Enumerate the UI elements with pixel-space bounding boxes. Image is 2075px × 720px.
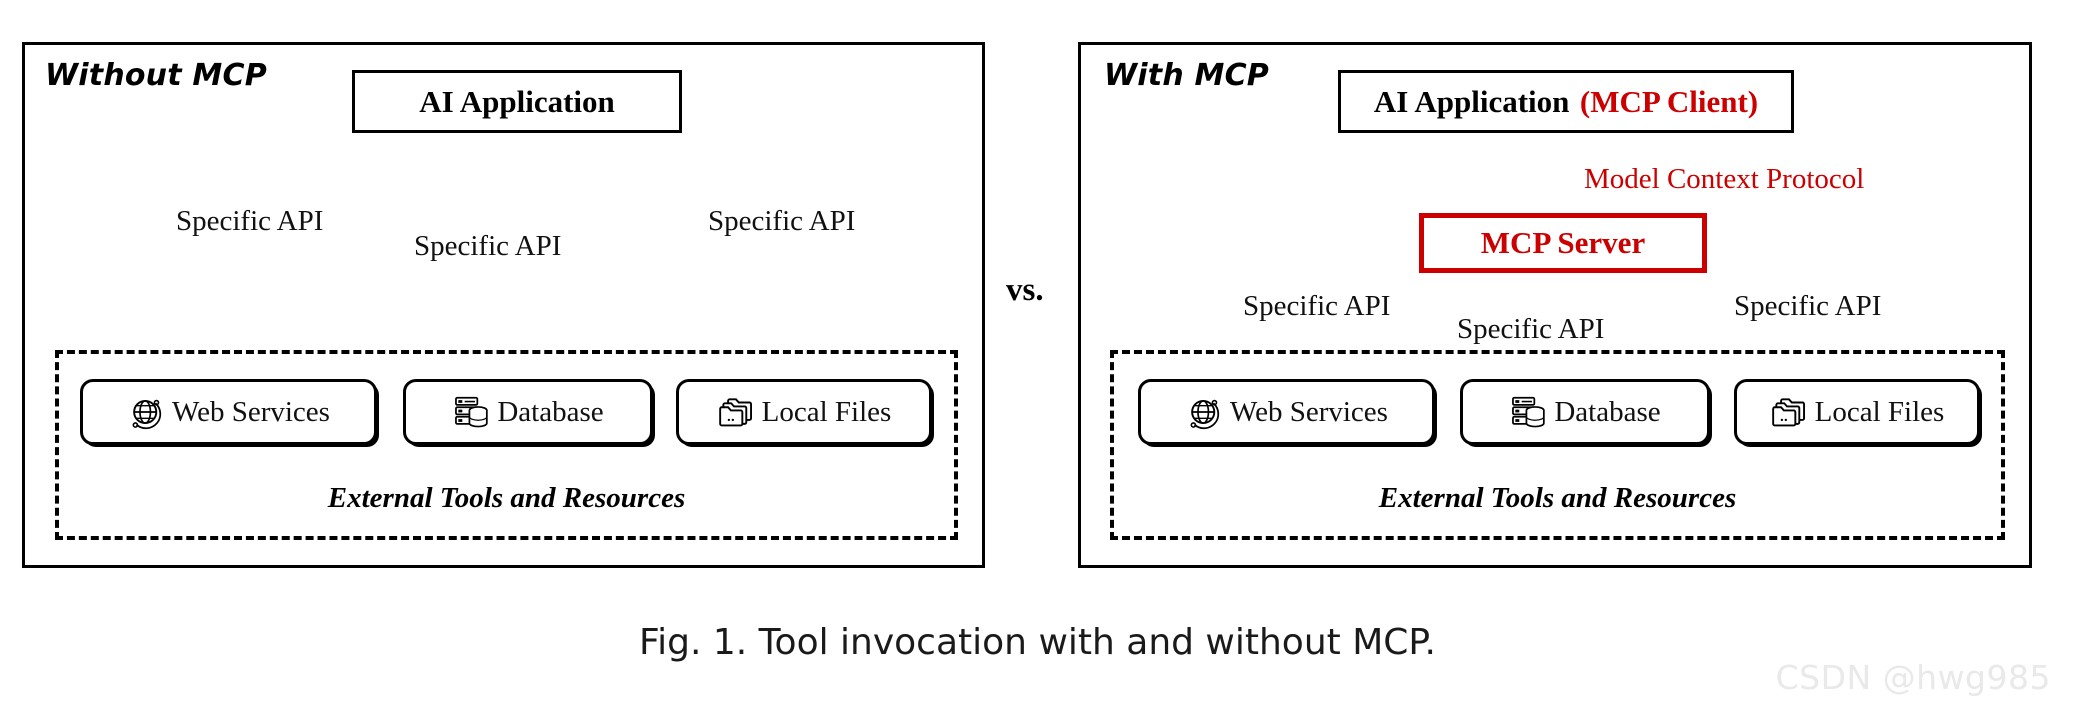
resource-chip-database-right[interactable]: Database [1460,379,1710,445]
mcp-server-label: MCP Server [1480,225,1646,260]
folders-icon [718,398,752,427]
edge-label-specific-api-db-right: Specific API [1457,313,1605,345]
edge-label-specific-api-web-left: Specific API [176,205,324,237]
mcp-client-label: (MCP Client) [1579,83,1759,119]
panel-title-without-mcp: Without MCP [45,58,267,93]
resource-chip-web-services-left[interactable]: Web Services [80,379,377,445]
external-resources-group-left [55,350,958,540]
resource-label-web-services-left: Web Services [172,395,330,428]
watermark-text: CSDN @hwg985 [1775,658,2051,697]
globe-icon [132,399,162,430]
edge-label-specific-api-db-left: Specific API [414,230,562,262]
resource-label-local-files-right: Local Files [1814,395,1945,428]
figure-caption: Fig. 1. Tool invocation with and without… [639,622,1436,663]
mcp-server-box[interactable]: MCP Server [1419,213,1707,273]
external-resources-label-right: External Tools and Resources [1378,482,1737,514]
resource-chip-database-left[interactable]: Database [403,379,653,445]
external-resources-label-left: External Tools and Resources [327,482,686,514]
resource-label-database-right: Database [1554,395,1661,428]
ai-application-box-right[interactable]: AI Application (MCP Client) [1338,70,1794,133]
resource-chip-web-services-right[interactable]: Web Services [1138,379,1435,445]
resource-chip-local-files-right[interactable]: Local Files [1734,379,1980,445]
database-icon [1512,396,1546,428]
resource-label-web-services-right: Web Services [1230,395,1388,428]
ai-application-box-left[interactable]: AI Application [352,70,682,133]
edge-label-model-context-protocol: Model Context Protocol [1584,163,1865,195]
resource-label-local-files-left: Local Files [761,395,892,428]
globe-icon [1190,399,1220,430]
comparator-label: vs. [1006,272,1044,308]
database-icon [455,396,489,428]
ai-application-label-left: AI Application [419,83,615,119]
folders-icon [1771,398,1805,427]
edge-label-specific-api-files-left: Specific API [708,205,856,237]
resource-label-database-left: Database [497,395,604,428]
panel-title-with-mcp: With MCP [1104,58,1269,93]
ai-application-label-right: AI Application [1373,83,1570,119]
edge-label-specific-api-files-right: Specific API [1734,290,1882,322]
external-resources-group-right [1110,350,2005,540]
resource-chip-local-files-left[interactable]: Local Files [676,379,932,445]
edge-label-specific-api-web-right: Specific API [1243,290,1391,322]
